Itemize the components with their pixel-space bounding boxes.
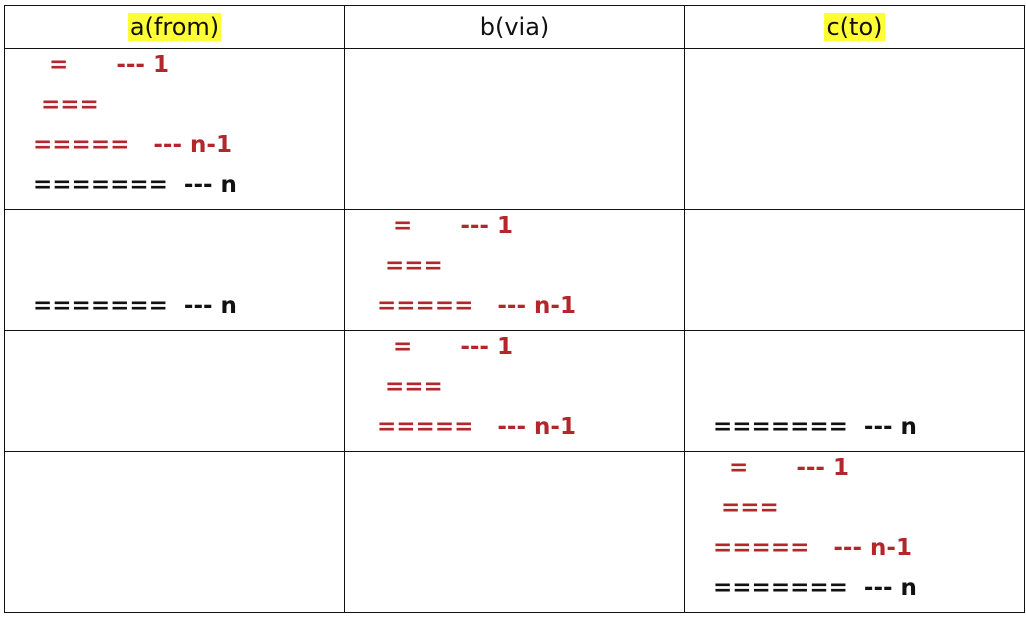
cell-b: = --- 1 === ===== --- n-1 xyxy=(344,330,685,452)
cell-a xyxy=(4,330,345,452)
disk-line-largest: ======= --- n xyxy=(33,172,237,198)
cell-c xyxy=(684,209,1025,331)
peg-stack xyxy=(6,453,344,612)
peg-stack: ======= --- n xyxy=(686,332,1024,451)
step-row-4: = --- 1 === ===== --- n-1 ======= --- n xyxy=(4,451,1025,613)
step-row-1: = --- 1 === ===== --- n-1 ======= --- n xyxy=(4,48,1025,210)
disk-line-moving: ===== --- n-1 xyxy=(377,293,576,319)
column-header-c: c(to) xyxy=(684,5,1025,49)
disk-line-moving: === xyxy=(713,495,779,521)
peg-stack: = --- 1 === ===== --- n-1 xyxy=(346,332,684,451)
peg-stack: = --- 1 === ===== --- n-1 ======= --- n xyxy=(686,453,1024,612)
column-header-b: b(via) xyxy=(344,5,685,49)
column-header-c-label: c(to) xyxy=(824,13,885,41)
disk-line-largest: ======= --- n xyxy=(713,575,917,601)
cell-a: = --- 1 === ===== --- n-1 ======= --- n xyxy=(4,48,345,210)
cell-c: = --- 1 === ===== --- n-1 ======= --- n xyxy=(684,451,1025,613)
peg-stack xyxy=(686,50,1024,209)
column-header-a-label: a(from) xyxy=(127,13,222,41)
disk-line-moving: ===== --- n-1 xyxy=(377,414,576,440)
peg-stack xyxy=(686,211,1024,330)
peg-stack: ======= --- n xyxy=(6,211,344,330)
disk-line-moving: = --- 1 xyxy=(377,334,513,360)
step-row-3: = --- 1 === ===== --- n-1 ======= --- n xyxy=(4,330,1025,452)
step-row-2: ======= --- n = --- 1 === ===== --- n-1 xyxy=(4,209,1025,331)
peg-stack xyxy=(346,50,684,209)
header-row: a(from) b(via) c(to) xyxy=(4,5,1025,49)
cell-c: ======= --- n xyxy=(684,330,1025,452)
disk-line-moving: === xyxy=(377,253,443,279)
disk-line-moving: === xyxy=(377,374,443,400)
tower-of-hanoi-table: a(from) b(via) c(to) = --- 1 === ===== --… xyxy=(4,5,1025,613)
disk-line-moving: ===== --- n-1 xyxy=(713,535,912,561)
cell-a: ======= --- n xyxy=(4,209,345,331)
cell-b xyxy=(344,48,685,210)
disk-line-moving: = --- 1 xyxy=(377,213,513,239)
peg-stack: = --- 1 === ===== --- n-1 xyxy=(346,211,684,330)
disk-line-moving: = --- 1 xyxy=(713,455,849,481)
cell-c xyxy=(684,48,1025,210)
cell-a xyxy=(4,451,345,613)
disk-line-largest: ======= --- n xyxy=(33,293,237,319)
peg-stack xyxy=(6,332,344,451)
disk-line-moving: = --- 1 xyxy=(33,52,169,78)
column-header-a: a(from) xyxy=(4,5,345,49)
disk-line-moving: ===== --- n-1 xyxy=(33,132,232,158)
column-header-b-label: b(via) xyxy=(479,13,550,41)
cell-b xyxy=(344,451,685,613)
disk-line-largest: ======= --- n xyxy=(713,414,917,440)
peg-stack xyxy=(346,453,684,612)
peg-stack: = --- 1 === ===== --- n-1 ======= --- n xyxy=(6,50,344,209)
cell-b: = --- 1 === ===== --- n-1 xyxy=(344,209,685,331)
disk-line-moving: === xyxy=(33,92,99,118)
